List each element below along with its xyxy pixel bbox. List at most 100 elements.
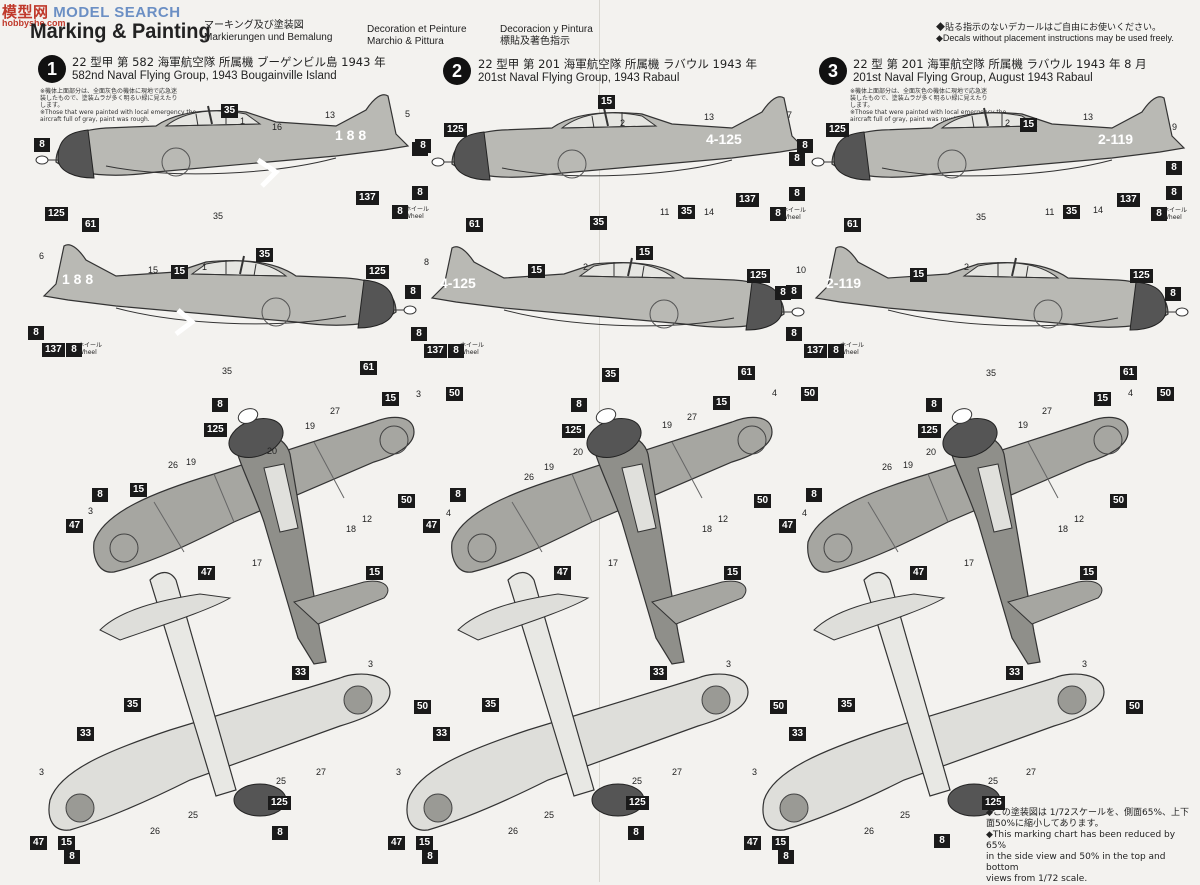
scheme-3-note-en2: aircraft full of gray, paint was rough.	[850, 116, 960, 123]
callout-8: 8	[424, 257, 430, 267]
callout-15: 15	[724, 566, 742, 580]
callout-8: 8	[272, 826, 288, 840]
callout-47: 47	[744, 836, 762, 850]
callout-15: 15	[1080, 566, 1098, 580]
header-jp: マーキング及び塗装図	[204, 20, 304, 31]
callout-16: 16	[272, 122, 283, 132]
scheme-2-title-en: 201st Naval Flying Group, 1943 Rabaul	[478, 72, 680, 84]
callout-8: 8	[789, 152, 805, 166]
callout-8: 8	[1166, 186, 1182, 200]
wheel-en: Wheel	[1163, 214, 1182, 221]
callout-12: 12	[718, 514, 729, 524]
scale-note: ◆この塗装図は 1/72スケールを、側面65%、上下 面50%に縮小してあります…	[986, 808, 1196, 885]
callout-8: 8	[422, 850, 438, 864]
callout-27: 27	[1042, 406, 1053, 416]
page-title: Marking & Painting	[30, 20, 211, 43]
callout-20: 20	[926, 447, 937, 457]
callout-8: 8	[778, 850, 794, 864]
header-de: Markierungen und Bemalung	[204, 32, 333, 43]
wheel-en: Wheel	[840, 349, 859, 356]
callout-3: 3	[368, 659, 374, 669]
callout-33: 33	[789, 727, 807, 741]
callout-35: 35	[976, 212, 987, 222]
callout-47: 47	[198, 566, 216, 580]
callout-8: 8	[571, 398, 587, 412]
wheel-jp: ホイール	[460, 342, 485, 349]
callout-25: 25	[544, 810, 555, 820]
watermark-domain: hobbyshe.com	[2, 18, 66, 28]
callout-11: 11	[660, 207, 670, 217]
wheel-en: Wheel	[782, 214, 801, 221]
scale-note-en1: ◆This marking chart has been reduced by …	[986, 830, 1176, 851]
header-fr: Decoration et Peinture	[367, 24, 467, 35]
callout-35: 35	[213, 211, 224, 221]
callout-35: 35	[256, 248, 274, 262]
callout-3: 3	[88, 506, 94, 516]
scheme-3-badge: 3	[819, 57, 847, 85]
callout-20: 20	[267, 446, 278, 456]
callout-8: 8	[1166, 161, 1182, 175]
callout-19: 19	[544, 462, 555, 472]
callout-125: 125	[982, 796, 1005, 810]
callout-47: 47	[30, 836, 48, 850]
callout-15: 15	[416, 836, 434, 850]
callout-50: 50	[446, 387, 464, 401]
callout-2: 2	[964, 262, 970, 272]
callout-35: 35	[1063, 205, 1081, 219]
callout-1: 1	[202, 262, 208, 272]
free-decal-note-en: ◆Decals without placement instructions m…	[936, 33, 1174, 43]
callout-18: 18	[346, 524, 357, 534]
callout-50: 50	[1157, 387, 1175, 401]
callout-35: 35	[986, 368, 997, 378]
callout-33: 33	[433, 727, 451, 741]
callout-4: 4	[1128, 388, 1134, 398]
callout-9: 9	[1172, 122, 1178, 132]
scheme-3-note-jp3: します。	[850, 102, 874, 109]
callout-137: 137	[804, 344, 827, 358]
callout-3: 3	[39, 767, 45, 777]
callout-8: 8	[926, 398, 942, 412]
callout-125: 125	[204, 423, 227, 437]
header-cn: 標貼及著色指示	[500, 36, 570, 47]
callout-4: 4	[446, 508, 452, 518]
callout-15: 15	[382, 392, 400, 406]
callout-61: 61	[82, 218, 100, 232]
scheme-3-note-jp2: 装したもので、塗装ムラが多く明るい緑に見えたり	[850, 95, 988, 102]
free-decal-note-jp: ◆貼る指示のないデカールはご自由にお使いください。	[936, 22, 1162, 32]
scheme-1-note-jp3: します。	[40, 102, 64, 109]
callout-26: 26	[882, 462, 893, 472]
scale-note-en3: views from 1/72 scale.	[986, 874, 1088, 884]
callout-33: 33	[1006, 666, 1024, 680]
scheme-3-tail-code-right: 2-119	[1098, 131, 1133, 147]
callout-8: 8	[405, 285, 421, 299]
callout-15: 15	[171, 265, 189, 279]
wheel-jp: ホイール	[1163, 207, 1188, 214]
scale-note-jp2: 面50%に縮小してあります。	[986, 819, 1104, 829]
scheme-1-note-en2: aircraft full of gray, paint was rough.	[40, 116, 150, 123]
callout-8: 8	[786, 285, 802, 299]
callout-27: 27	[316, 767, 327, 777]
callout-17: 17	[964, 558, 975, 568]
callout-50: 50	[1126, 700, 1144, 714]
callout-35: 35	[482, 698, 500, 712]
callout-8: 8	[828, 344, 844, 358]
callout-15: 15	[1020, 118, 1038, 132]
scheme-3-tail-code-left: 2-119	[826, 275, 861, 291]
callout-8: 8	[1165, 287, 1181, 301]
callout-50: 50	[770, 700, 788, 714]
callout-14: 14	[1093, 205, 1104, 215]
callout-8: 8	[92, 488, 108, 502]
callout-61: 61	[466, 218, 484, 232]
callout-47: 47	[423, 519, 441, 533]
callout-15: 15	[58, 836, 76, 850]
callout-8: 8	[789, 187, 805, 201]
callout-26: 26	[524, 472, 535, 482]
wheel-jp: ホイール	[840, 342, 865, 349]
callout-18: 18	[1058, 524, 1069, 534]
wheel-jp: ホイール	[405, 206, 430, 213]
free-decal-note: ◆貼る指示のないデカールはご自由にお使いください。 ◆Decals withou…	[936, 22, 1174, 44]
scheme-1-heading: 22 型甲 第 582 海軍航空隊 所属機 ブーゲンビル島 1943 年 582…	[72, 54, 386, 82]
